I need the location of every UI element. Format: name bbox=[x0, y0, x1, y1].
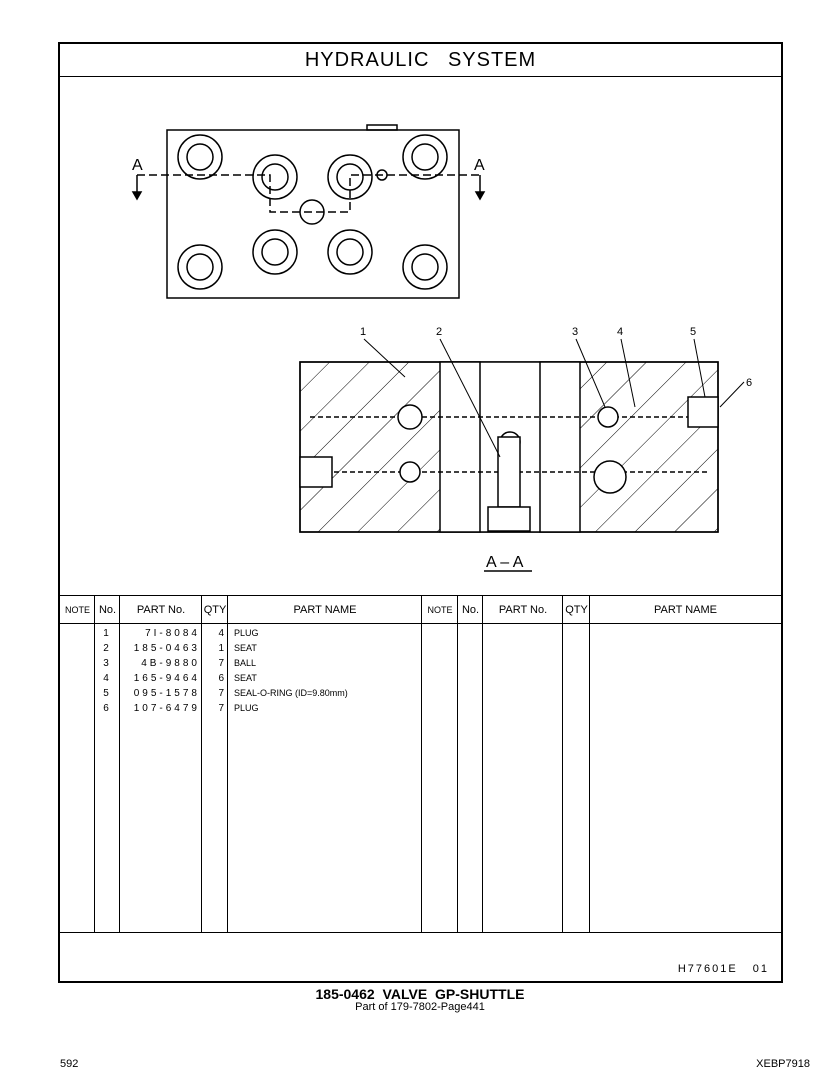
part-no: 7I-8084 bbox=[145, 628, 200, 639]
callout-5: 5 bbox=[690, 326, 696, 338]
page-title: HYDRAULIC SYSTEM bbox=[60, 44, 781, 77]
qty: 4 bbox=[218, 628, 224, 639]
item-no: 6 bbox=[103, 703, 109, 714]
part-name: PLUG bbox=[234, 703, 259, 713]
callout-6: 6 bbox=[746, 377, 752, 389]
item-no: 2 bbox=[103, 643, 109, 654]
valve-drawing: A A 1 2 3 bbox=[60, 77, 781, 595]
item-no: 3 bbox=[103, 658, 109, 669]
page-number: 592 bbox=[60, 1058, 79, 1070]
header-qty: QTY bbox=[203, 604, 227, 616]
header-part-no: PART No. bbox=[136, 604, 186, 616]
callout-1: 1 bbox=[360, 326, 366, 338]
section-view bbox=[299, 361, 719, 533]
header-qty-2: QTY bbox=[565, 604, 588, 616]
part-no: 165-9464 bbox=[133, 673, 200, 684]
item-no: 5 bbox=[103, 688, 109, 699]
header-no: No. bbox=[98, 604, 117, 616]
qty: 7 bbox=[218, 703, 224, 714]
part-no: 095-1578 bbox=[133, 688, 200, 699]
callout-2: 2 bbox=[436, 326, 442, 338]
section-marker-left: A bbox=[132, 157, 143, 174]
qty: 7 bbox=[218, 658, 224, 669]
part-name: SEAL-O-RING (ID=9.80mm) bbox=[234, 688, 348, 698]
ports bbox=[177, 134, 448, 290]
valve-diagram: A A 1 2 3 bbox=[131, 124, 752, 572]
header-note-2: NOTE bbox=[427, 605, 453, 615]
qty: 7 bbox=[218, 688, 224, 699]
table-row: 1 7I-8084 4 PLUG bbox=[60, 626, 781, 641]
table-row: 3 4B-9880 7 BALL bbox=[60, 656, 781, 671]
part-no: 185-0463 bbox=[133, 643, 200, 654]
item-no: 4 bbox=[103, 673, 109, 684]
qty: 1 bbox=[218, 643, 224, 654]
table-row: 2 185-0463 1 SEAT bbox=[60, 641, 781, 656]
parts-page-frame: HYDRAULIC SYSTEM bbox=[58, 42, 783, 983]
qty: 6 bbox=[218, 673, 224, 684]
assembly-parent: Part of 179-7802-Page441 bbox=[355, 1001, 485, 1013]
part-name: SEAT bbox=[234, 673, 257, 683]
table-row: 5 095-1578 7 SEAL-O-RING (ID=9.80mm) bbox=[60, 686, 781, 701]
callouts: 1 2 3 4 5 6 bbox=[360, 326, 752, 389]
header-part-name-2: PART NAME bbox=[654, 604, 717, 616]
item-no: 1 bbox=[103, 628, 109, 639]
part-name: PLUG bbox=[234, 628, 259, 638]
section-label: A – A bbox=[486, 554, 524, 571]
table-row: 4 165-9464 6 SEAT bbox=[60, 671, 781, 686]
illustration-ref: H77601E 01 bbox=[677, 963, 769, 975]
callout-3: 3 bbox=[572, 326, 578, 338]
header-part-no-2: PART No. bbox=[498, 604, 548, 616]
part-name: BALL bbox=[234, 658, 257, 668]
table-row: 6 107-6479 7 PLUG bbox=[60, 701, 781, 716]
part-name: SEAT bbox=[234, 643, 257, 653]
document-id: XEBP7918 bbox=[756, 1058, 810, 1070]
assembly-caption: 185-0462 VALVE GP-SHUTTLE bbox=[315, 986, 525, 1002]
footer-box: H77601E 01 bbox=[60, 932, 781, 981]
section-marker-right: A bbox=[474, 157, 485, 174]
callout-4: 4 bbox=[617, 326, 623, 338]
part-no: 4B-9880 bbox=[141, 658, 200, 669]
header-part-name: PART NAME bbox=[293, 604, 357, 616]
part-no: 107-6479 bbox=[133, 703, 200, 714]
parts-table: NOTE No. PART No. QTY PART NAME NOTE No.… bbox=[60, 595, 781, 933]
header-no-2: No. bbox=[461, 604, 480, 616]
header-note: NOTE bbox=[64, 605, 90, 615]
top-view bbox=[131, 124, 486, 299]
